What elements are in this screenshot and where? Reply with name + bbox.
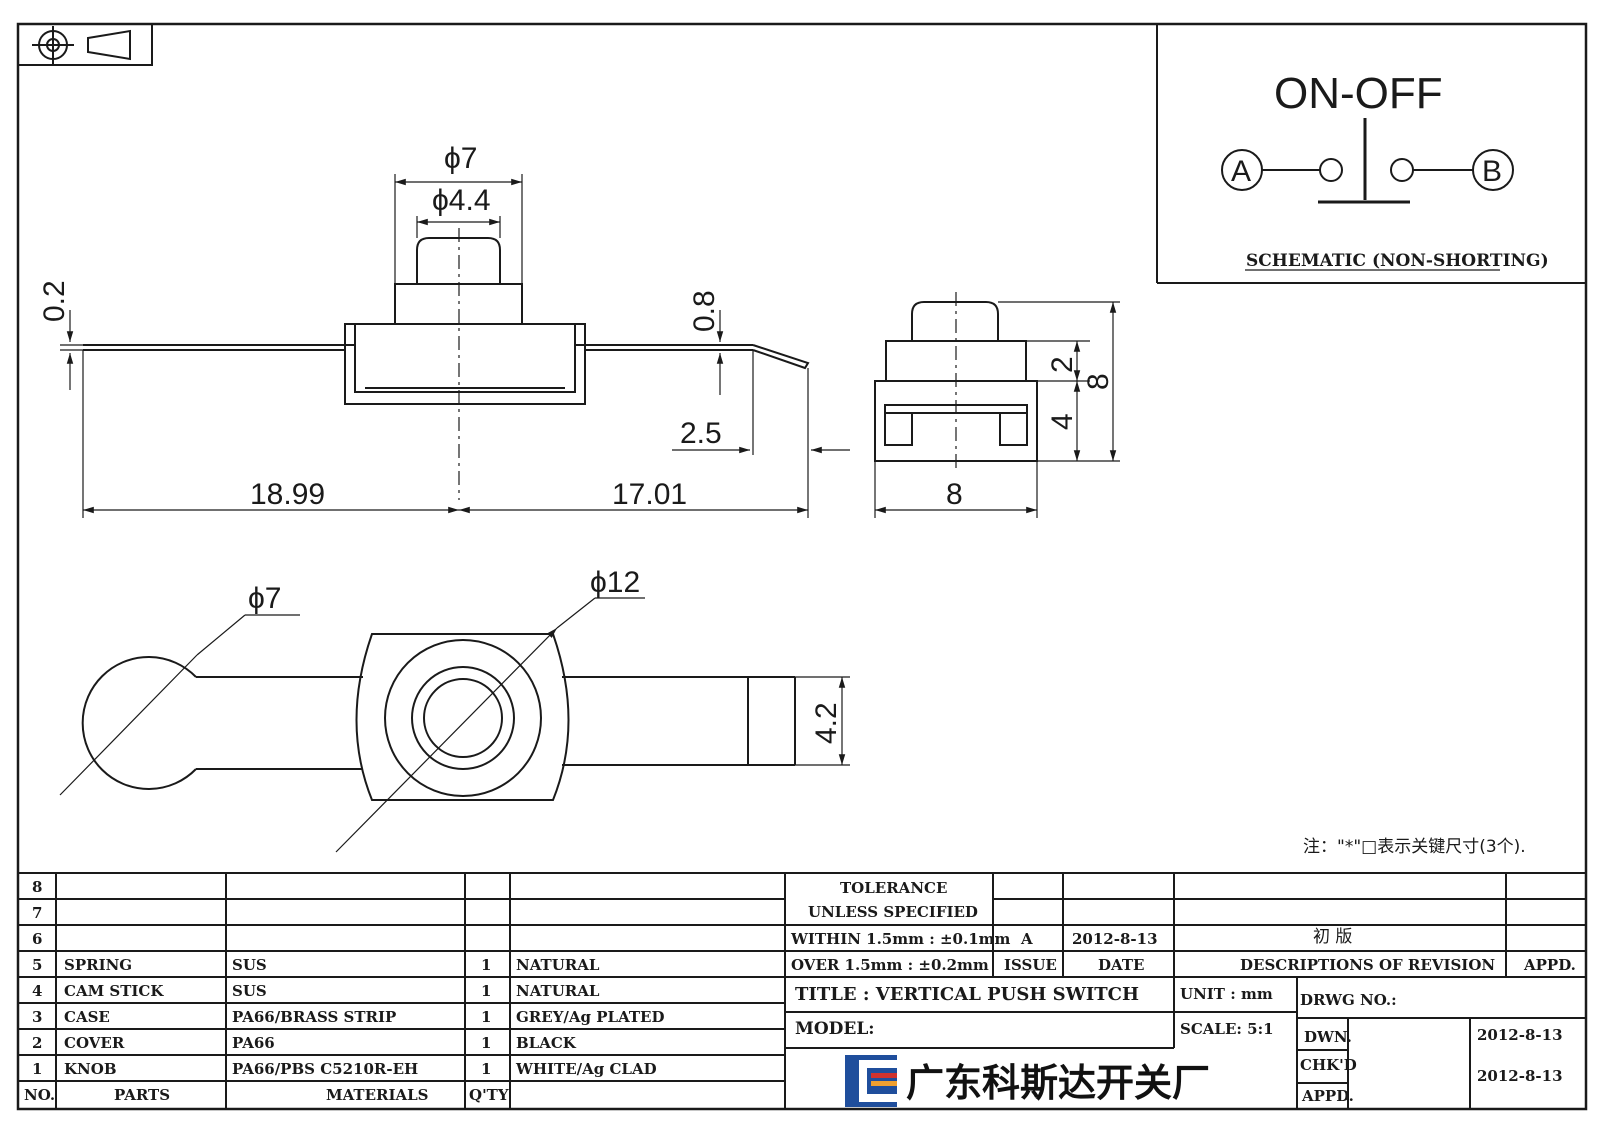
revision-date-label: DATE	[1098, 956, 1144, 974]
table-row-qty: 1	[481, 956, 491, 974]
schematic-node-b: B	[1482, 155, 1502, 188]
parts-table: 8 7 6 5 SPRING SUS 1 NATURAL 4 CAM STICK…	[24, 878, 665, 1104]
checked-date: 2012-8-13	[1477, 1067, 1563, 1085]
dim-side-8-width: 8	[946, 478, 963, 511]
model-label: MODEL:	[795, 1019, 875, 1039]
table-header-qty: Q'TY	[469, 1086, 509, 1104]
revision-appd-label: APPD.	[1523, 956, 1576, 974]
unit-label: UNIT : mm	[1180, 985, 1273, 1003]
dim-phi4-4: ϕ4.4	[432, 184, 491, 217]
table-row-no: 1	[32, 1060, 42, 1078]
dim-17-01: 17.01	[612, 478, 687, 511]
table-row-no: 3	[32, 1008, 42, 1026]
parts-table-grid	[18, 872, 1586, 1109]
table-row-part: COVER	[64, 1034, 125, 1052]
table-row-no: 5	[32, 956, 42, 974]
tolerance-within: WITHIN 1.5mm : ±0.1mm	[790, 930, 1011, 948]
table-row-part: CASE	[64, 1008, 110, 1026]
schematic-caption: SCHEMATIC (NON-SHORTING)	[1246, 251, 1549, 271]
dim-side-8-height: 8	[1082, 373, 1115, 390]
dim-top-4-2: 4.2	[810, 702, 843, 744]
company-logo-icon	[845, 1055, 897, 1107]
tolerance-heading: TOLERANCE	[840, 879, 947, 897]
approved-label: APPD.	[1301, 1087, 1354, 1105]
front-view	[60, 174, 850, 518]
dim-0-2: 0.2	[38, 280, 71, 322]
revision-block: TOLERANCE UNLESS SPECIFIED WITHIN 1.5mm …	[790, 879, 1576, 974]
key-dimension-note: 注："*"□表示关键尺寸(3个).	[1303, 837, 1526, 857]
table-row-finish: BLACK	[516, 1034, 577, 1052]
table-row-material: PA66/BRASS STRIP	[232, 1008, 396, 1026]
side-view	[874, 292, 1120, 518]
checked-label: CHK'D	[1300, 1056, 1357, 1074]
dim-side-2: 2	[1046, 356, 1079, 373]
table-row-material: SUS	[232, 982, 267, 1000]
schematic-node-a: A	[1231, 155, 1251, 188]
table-row-material: PA66	[232, 1034, 275, 1052]
table-row-no: 6	[32, 930, 42, 948]
table-row-material: PA66/PBS C5210R-EH	[232, 1060, 418, 1078]
table-header-parts: PARTS	[114, 1086, 170, 1104]
dim-0-8: 0.8	[688, 290, 721, 332]
revision-date-value: 2012-8-13	[1072, 930, 1158, 948]
table-row-no: 8	[32, 878, 42, 896]
drawing-title: TITLE : VERTICAL PUSH SWITCH	[795, 984, 1139, 1005]
dim-2-5: 2.5	[680, 417, 722, 450]
table-row-material: SUS	[232, 956, 267, 974]
company-name: 广东科斯达开关厂	[906, 1061, 1210, 1105]
drawing-number-label: DRWG NO.:	[1300, 991, 1397, 1009]
top-view	[59, 597, 850, 853]
revision-issue-label: ISSUE	[1004, 956, 1057, 974]
dim-phi7-front: ϕ7	[444, 142, 478, 175]
table-header-no: NO.	[24, 1086, 55, 1104]
table-row-part: CAM STICK	[64, 982, 164, 1000]
title-block: TITLE : VERTICAL PUSH SWITCH UNIT : mm D…	[795, 984, 1563, 1105]
table-row-qty: 1	[481, 1060, 491, 1078]
table-row-no: 7	[32, 904, 42, 922]
table-header-materials: MATERIALS	[326, 1086, 429, 1104]
table-row-no: 4	[32, 982, 42, 1000]
table-row-qty: 1	[481, 1034, 491, 1052]
revision-description-label: DESCRIPTIONS OF REVISION	[1240, 956, 1495, 974]
schematic-panel	[1156, 24, 1586, 284]
table-row-qty: 1	[481, 1008, 491, 1026]
table-row-finish: WHITE/Ag CLAD	[515, 1060, 657, 1078]
table-row-finish: NATURAL	[516, 956, 600, 974]
sheet-border	[16, 22, 1588, 1111]
table-row-qty: 1	[481, 982, 491, 1000]
revision-issue-value: A	[1020, 930, 1033, 948]
tolerance-subheading: UNLESS SPECIFIED	[808, 903, 978, 921]
table-row-finish: NATURAL	[516, 982, 600, 1000]
table-row-part: SPRING	[64, 956, 132, 974]
drawn-date: 2012-8-13	[1477, 1026, 1563, 1044]
revision-description-value: 初 版	[1313, 927, 1352, 947]
table-row-finish: GREY/Ag PLATED	[516, 1008, 665, 1026]
tolerance-over: OVER 1.5mm : ±0.2mm	[791, 956, 989, 974]
table-row-no: 2	[32, 1034, 42, 1052]
dim-18-99: 18.99	[250, 478, 325, 511]
dim-side-4: 4	[1046, 413, 1079, 430]
dim-top-phi12: ϕ12	[590, 566, 640, 599]
schematic-title: ON-OFF	[1274, 69, 1443, 118]
table-row-part: KNOB	[64, 1060, 117, 1078]
scale-label: SCALE: 5:1	[1180, 1020, 1274, 1038]
drawn-label: DWN.	[1304, 1028, 1352, 1046]
dim-top-phi7: ϕ7	[248, 582, 282, 615]
projection-symbol-icon	[17, 23, 153, 66]
